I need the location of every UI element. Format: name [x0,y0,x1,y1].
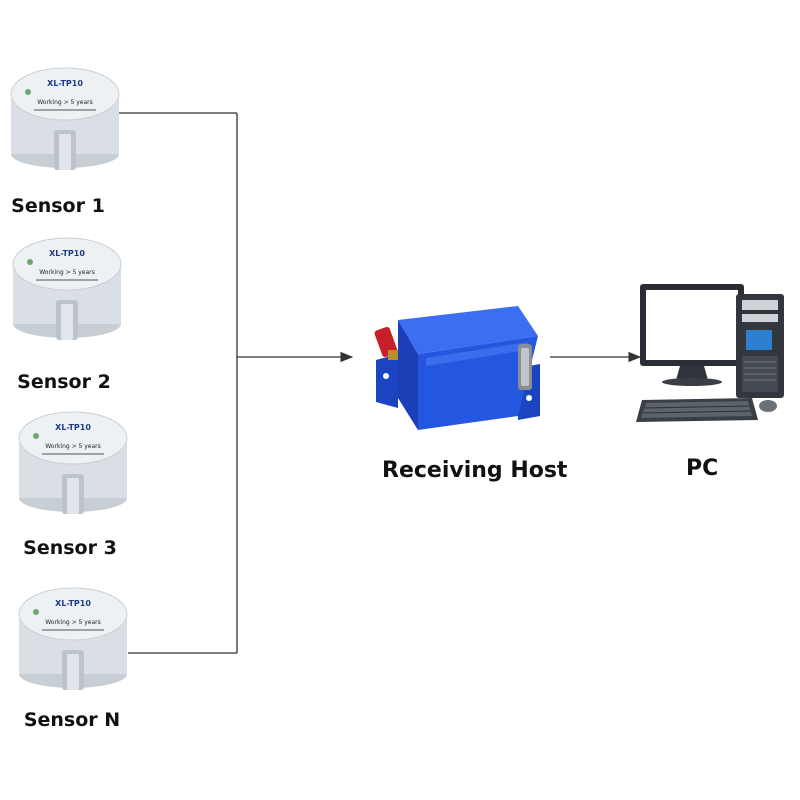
sensor-model-text: XL-TP10 [55,599,91,608]
sensor-working-text: Working > 5 years [39,269,95,276]
sensor-model-text: XL-TP10 [47,79,83,88]
sensor-label-3: Sensor 3 [23,537,117,559]
sensor-device-n: XL-TP10 Working > 5 years [18,587,128,690]
sensor-device-1: XL-TP10 Working > 5 years [10,67,120,170]
sensor-label-1: Sensor 1 [11,195,105,217]
sensor-device-2: XL-TP10 Working > 5 years [12,237,122,340]
receiving-host-label: Receiving Host [382,458,568,483]
sensor-model-text: XL-TP10 [49,249,85,258]
sensor-working-text: Working > 5 years [37,99,93,106]
sensor-working-text: Working > 5 years [45,619,101,626]
sensor-label-2: Sensor 2 [17,371,111,393]
sensor-model-text: XL-TP10 [55,423,91,432]
sensor-device-3: XL-TP10 Working > 5 years [18,411,128,514]
pc-label: PC [686,456,719,481]
sensor-label-n: Sensor N [23,709,121,731]
receiving-host-device [374,306,540,430]
pc-computer [636,284,784,422]
sensor-working-text: Working > 5 years [45,443,101,450]
